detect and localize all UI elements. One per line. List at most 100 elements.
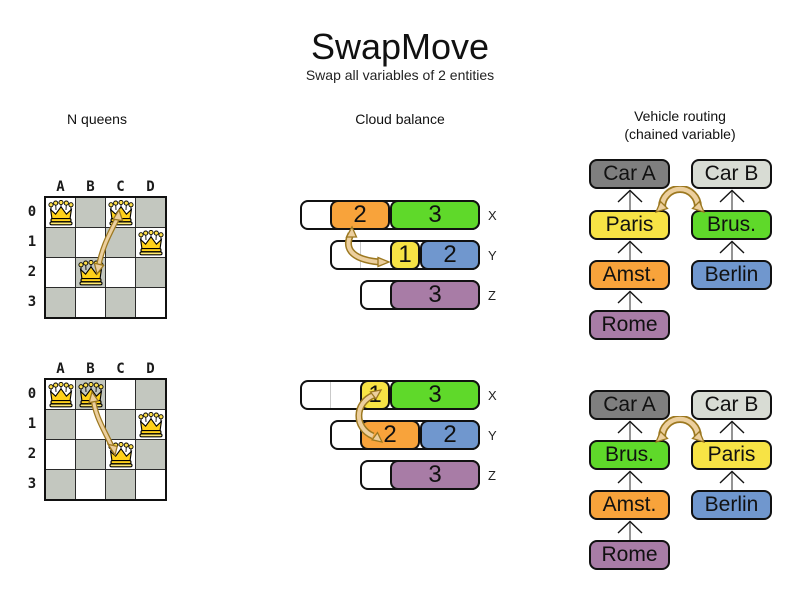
chess-cell	[135, 257, 166, 288]
cloud-process-block: 2	[360, 420, 420, 450]
chain-arrow	[608, 290, 652, 310]
vehicle-box: Amst.	[589, 260, 670, 290]
section-header-nqueens: N queens	[67, 111, 127, 127]
vehicle-box: Rome	[589, 310, 670, 340]
vehicle-box: Car A	[589, 390, 670, 420]
queen-icon	[138, 230, 164, 256]
chess-col-label: B	[86, 179, 95, 195]
queen-icon	[138, 412, 164, 438]
chess-cell	[75, 409, 106, 440]
cloud-process-block: 2	[420, 420, 480, 450]
chain-arrow-icon	[719, 189, 744, 210]
chess-cell	[135, 469, 166, 500]
cloud-process-block: 3	[390, 380, 480, 410]
chess-cell	[45, 227, 76, 258]
cloud-process-block: 1	[390, 240, 420, 270]
chess-row-label: 1	[27, 416, 37, 432]
chess-col-label: A	[56, 179, 65, 195]
cloud-computer-label: X	[488, 388, 497, 403]
chess-row-label: 3	[27, 294, 37, 310]
vehicle-box: Berlin	[691, 490, 772, 520]
chain-arrow-icon	[617, 520, 642, 540]
chain-arrow-icon	[719, 420, 744, 440]
section-header-cloud: Cloud balance	[355, 111, 445, 127]
queen-icon	[78, 382, 104, 408]
queen	[47, 200, 75, 226]
chess-cell	[45, 409, 76, 440]
chess-cell	[135, 379, 166, 410]
chess-row-label: 3	[27, 476, 37, 492]
cloud-process-block: 3	[390, 200, 480, 230]
chess-cell	[75, 439, 106, 470]
chain-arrow-icon	[719, 470, 744, 490]
vehicle-box: Paris	[589, 210, 670, 240]
chess-cell	[105, 287, 136, 318]
chess-cell	[105, 379, 136, 410]
chess-cell	[105, 409, 136, 440]
section-header-vehicle-line2: (chained variable)	[624, 126, 736, 142]
chess-cell	[135, 287, 166, 318]
queen	[47, 382, 75, 408]
section-header-vehicle: Vehicle routing (chained variable)	[600, 107, 760, 143]
vehicle-box: Brus.	[589, 440, 670, 470]
cloud-computer-label: Y	[488, 428, 497, 443]
chain-arrow-icon	[617, 240, 642, 260]
chain-arrow	[608, 420, 652, 440]
chess-cell	[105, 469, 136, 500]
queen	[77, 260, 105, 286]
chain-arrow	[608, 189, 652, 210]
queen	[107, 200, 135, 226]
chess-cell	[105, 257, 136, 288]
chess-col-label: D	[146, 361, 155, 377]
chess-cell	[45, 287, 76, 318]
chain-arrow-icon	[617, 470, 642, 490]
page-subtitle: Swap all variables of 2 entities	[305, 67, 495, 83]
vehicle-box: Car A	[589, 159, 670, 189]
queen-icon	[78, 260, 104, 286]
cloud-process-block: 2	[330, 200, 390, 230]
cloud-free-tick	[330, 382, 331, 408]
vehicle-box: Berlin	[691, 260, 772, 290]
chess-cell	[45, 439, 76, 470]
chess-cell	[75, 287, 106, 318]
chess-cell	[75, 227, 106, 258]
queen-icon	[48, 382, 74, 408]
chess-col-label: B	[86, 361, 95, 377]
chain-arrow	[710, 240, 754, 260]
chess-row-label: 0	[27, 204, 37, 220]
queen-icon	[48, 200, 74, 226]
chain-arrow-icon	[617, 420, 642, 440]
cloud-computer-label: Z	[488, 288, 496, 303]
cloud-computer-label: Y	[488, 248, 497, 263]
cloud-free-tick	[360, 242, 361, 268]
chess-row-label: 1	[27, 234, 37, 250]
cloud-computer-label: X	[488, 208, 497, 223]
vehicle-box: Car B	[691, 159, 772, 189]
chain-arrow	[710, 470, 754, 490]
chess-row-label: 2	[27, 264, 37, 280]
chess-cell	[75, 197, 106, 228]
chess-cell	[45, 257, 76, 288]
cloud-process-block: 3	[390, 280, 480, 310]
cloud-process-block: 2	[420, 240, 480, 270]
vehicle-box: Paris	[691, 440, 772, 470]
vehicle-box: Amst.	[589, 490, 670, 520]
chain-arrow	[608, 520, 652, 540]
chess-col-label: C	[116, 361, 125, 377]
vehicle-box: Rome	[589, 540, 670, 570]
chess-cell	[135, 439, 166, 470]
chain-arrow-icon	[617, 290, 642, 310]
queen	[137, 230, 165, 256]
cloud-process-block: 3	[390, 460, 480, 490]
chain-arrow	[608, 470, 652, 490]
queen	[137, 412, 165, 438]
chain-arrow	[710, 420, 754, 440]
chess-cell	[45, 469, 76, 500]
queen-icon	[108, 200, 134, 226]
cloud-computer-label: Z	[488, 468, 496, 483]
chess-row-label: 2	[27, 446, 37, 462]
page-title: SwapMove	[310, 26, 490, 67]
vehicle-box: Car B	[691, 390, 772, 420]
chain-arrow	[608, 240, 652, 260]
